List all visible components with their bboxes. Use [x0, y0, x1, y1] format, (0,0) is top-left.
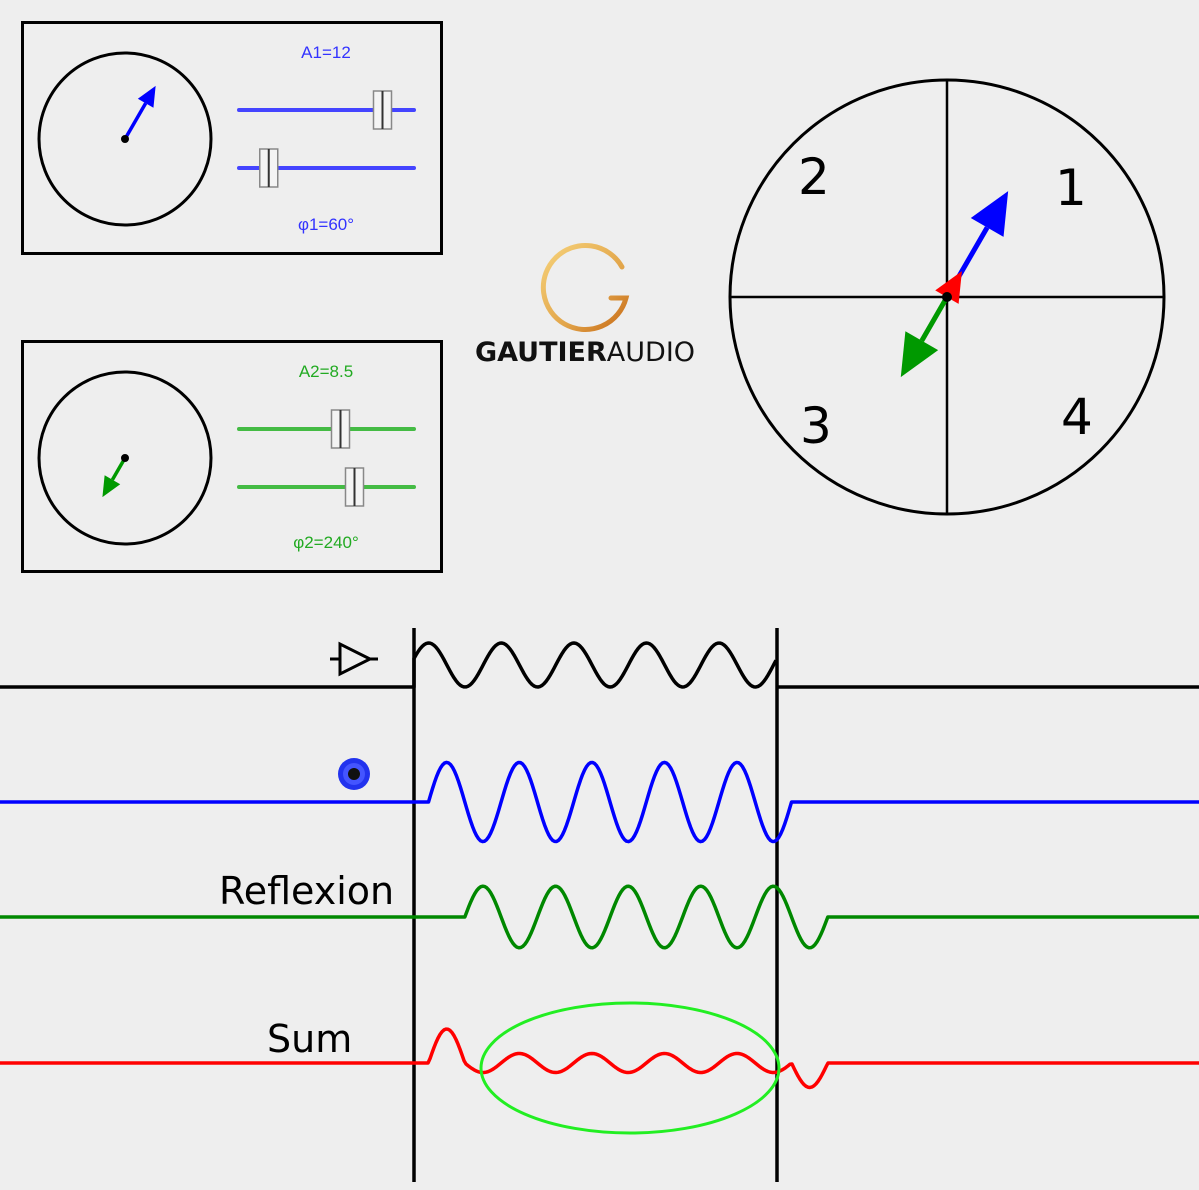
waveform-rows	[0, 641, 1199, 1090]
dial-center	[942, 292, 952, 302]
signal-1-controls	[37, 51, 416, 227]
reflexion-label: Reflexion	[219, 869, 395, 913]
signal-1-phasor-arrow-icon	[123, 85, 156, 140]
signal-1-phasor-center	[121, 135, 129, 143]
amplitude-1-label: A1=12	[301, 43, 351, 62]
signal-2-phasor-arrow-icon	[102, 457, 127, 498]
signal-1-phasor-circle	[37, 51, 213, 227]
phasor-sum-dial	[728, 78, 1166, 516]
signal-2-arrow-head	[102, 475, 121, 498]
amplitude-2-label: A2=8.5	[298, 362, 354, 381]
brand-wordmark: GAUTIERAUDIO	[465, 337, 705, 368]
cancellation-highlight-ellipse	[479, 1001, 781, 1135]
signal-2-phasor-center	[121, 454, 129, 462]
quadrant-3-label: 3	[800, 397, 832, 455]
waveform-direct	[0, 760, 1199, 844]
microphone-icon[interactable]	[338, 758, 370, 790]
quadrant-2-label: 2	[798, 148, 830, 206]
amplitude-1-slider-thumb[interactable]	[372, 90, 393, 130]
waveform-sum	[0, 1027, 1199, 1090]
dial-vector-sum-head	[935, 271, 962, 304]
brand-light-text: AUDIO	[606, 337, 696, 368]
phase-2-label: φ2=240°	[293, 533, 359, 552]
signal-2-arrow-shaft	[110, 457, 127, 481]
waveform-source	[0, 641, 1199, 689]
signal-2-panel: A2=8.5 φ2=240°	[21, 340, 443, 573]
dial-vector-signal-2-head	[900, 331, 939, 378]
signal-1-arrow-head	[137, 85, 156, 108]
signal-2-controls	[37, 370, 416, 546]
quadrant-4-label: 4	[1061, 388, 1093, 446]
phase-1-slider-thumb[interactable]	[259, 148, 279, 188]
waveform-reflexion	[0, 884, 1199, 950]
signal-2-phasor-circle	[37, 370, 213, 546]
speaker-icon	[330, 641, 378, 677]
sound-wave-g-icon	[540, 243, 630, 332]
phase-2-slider-thumb[interactable]	[344, 467, 365, 507]
dial-vectors	[900, 191, 1009, 378]
gautier-audio-logo: GAUTIERAUDIO	[465, 240, 705, 380]
dial-vector-signal-2-shaft	[919, 295, 950, 342]
signal-1-panel: A1=12 φ1=60°	[21, 21, 443, 255]
sum-label: Sum	[267, 1017, 353, 1061]
brand-bold-text: GAUTIER	[474, 337, 607, 368]
quadrant-1-label: 1	[1055, 159, 1087, 217]
signal-1-arrow-shaft	[123, 102, 148, 140]
phase-1-label: φ1=60°	[297, 215, 355, 234]
dial-vector-signal-1-head	[970, 191, 1009, 237]
amplitude-2-slider-thumb[interactable]	[330, 409, 351, 449]
